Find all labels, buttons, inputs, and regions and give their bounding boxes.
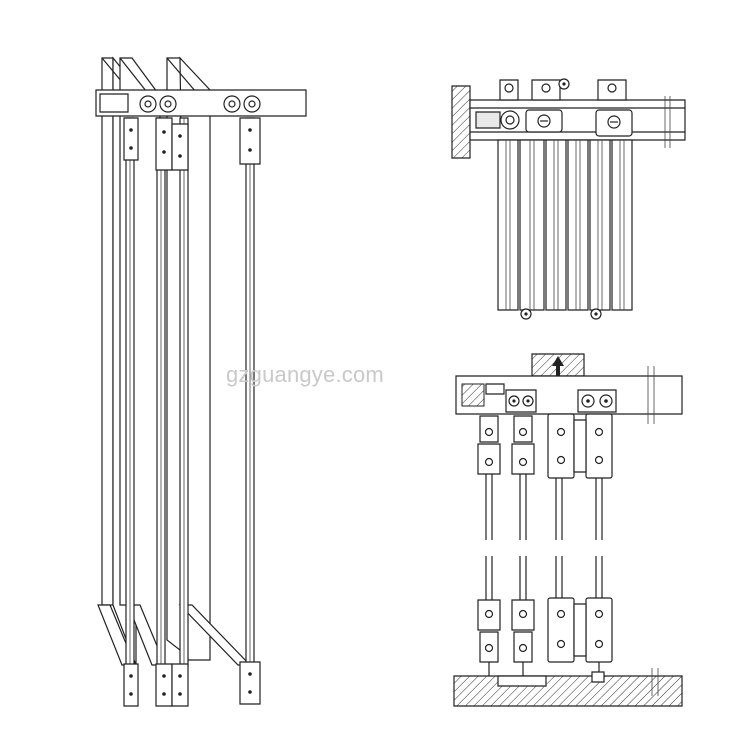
top-hinge	[156, 118, 172, 170]
folding-panels-perspective	[96, 58, 306, 706]
top-hinge	[172, 124, 188, 170]
roller-carriage	[596, 80, 632, 136]
upper-hinge-set	[478, 414, 612, 478]
roller-carriage	[500, 80, 562, 132]
hanging-panels	[498, 140, 632, 310]
top-bracket	[240, 118, 260, 164]
lower-hinge-set	[478, 598, 612, 676]
bottom-bracket	[240, 662, 260, 704]
wall-section	[452, 86, 470, 158]
track-top-view	[452, 79, 685, 319]
elevation-view	[454, 354, 682, 706]
top-track	[96, 90, 306, 116]
bottom-hinge	[156, 664, 172, 706]
bottom-bracket	[124, 664, 138, 706]
floor-section	[454, 676, 682, 706]
floor-guide	[498, 676, 546, 686]
elevation-rails	[486, 474, 602, 600]
watermark-text: gzguangye.com	[226, 362, 384, 387]
elevation-track	[456, 376, 682, 414]
top-bracket	[124, 118, 138, 160]
floor-pin	[592, 672, 604, 682]
bottom-hinge	[172, 664, 188, 706]
